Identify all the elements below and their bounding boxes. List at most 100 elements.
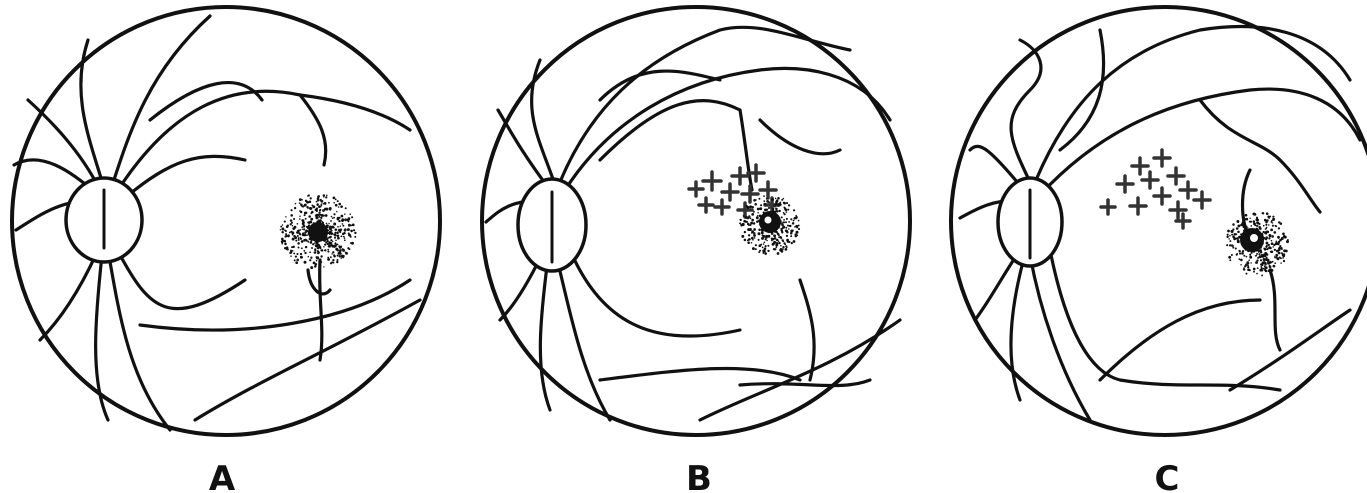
speckle-dot bbox=[781, 216, 783, 218]
speckle-dot bbox=[309, 207, 311, 209]
speckle-dot bbox=[782, 241, 784, 243]
speckle-dot bbox=[748, 234, 750, 236]
speckle-dot bbox=[790, 235, 792, 237]
speckle-dot bbox=[753, 211, 755, 213]
speckle-dot bbox=[309, 251, 311, 253]
speckle-dot bbox=[766, 198, 768, 200]
speckle-dot bbox=[787, 209, 789, 211]
speckle-dot bbox=[337, 237, 340, 240]
speckle-dot bbox=[318, 212, 320, 214]
speckle-dot bbox=[1229, 235, 1231, 237]
speckle-dot bbox=[1242, 250, 1244, 252]
speckle-dot bbox=[781, 230, 783, 232]
speckle-dot bbox=[298, 239, 300, 241]
speckle-dot bbox=[1272, 246, 1274, 248]
speckle-dot bbox=[324, 202, 327, 205]
speckle-dot bbox=[314, 242, 315, 243]
speckle-dot bbox=[301, 247, 303, 249]
speckle-dot bbox=[766, 200, 769, 203]
speckle-dot bbox=[743, 215, 745, 217]
speckle-dot bbox=[758, 232, 761, 235]
speckle-dot bbox=[333, 202, 335, 204]
speckle-dot bbox=[1266, 248, 1268, 250]
speckle-dot bbox=[785, 248, 788, 251]
speckle-dot bbox=[753, 234, 756, 237]
speckle-dot bbox=[328, 202, 330, 204]
speckle-dot bbox=[1274, 256, 1275, 257]
speckle-dot bbox=[1236, 220, 1239, 223]
speckle-dot bbox=[790, 232, 793, 235]
speckle-dot bbox=[1260, 266, 1262, 268]
speckle-dot bbox=[753, 228, 756, 231]
panel-label-b: B bbox=[686, 459, 712, 493]
speckle-dot bbox=[321, 203, 323, 205]
speckle-dot bbox=[786, 211, 788, 213]
speckle-dot bbox=[323, 196, 325, 198]
speckle-dot bbox=[1263, 225, 1265, 227]
speckle-dot bbox=[762, 250, 765, 253]
speckle-dot bbox=[772, 208, 774, 210]
speckle-dot bbox=[1286, 240, 1288, 242]
speckle-dot bbox=[341, 218, 344, 221]
speckle-dot bbox=[747, 223, 750, 226]
macula-core bbox=[308, 222, 328, 242]
speckle-dot bbox=[1236, 237, 1238, 239]
speckle-dot bbox=[1229, 244, 1231, 246]
speckle-dot bbox=[1250, 262, 1251, 263]
speckle-dot bbox=[1277, 257, 1280, 260]
speckle-dot bbox=[343, 236, 345, 238]
speckle-dot bbox=[1256, 253, 1258, 255]
speckle-dot bbox=[350, 236, 352, 238]
speckle-dot bbox=[337, 226, 339, 228]
speckle-dot bbox=[340, 235, 342, 237]
speckle-dot bbox=[1257, 219, 1259, 221]
speckle-dot bbox=[1271, 250, 1274, 253]
speckle-dot bbox=[291, 231, 294, 234]
speckle-dot bbox=[1231, 230, 1233, 232]
speckle-dot bbox=[309, 221, 312, 224]
speckle-dot bbox=[348, 224, 351, 227]
speckle-dot bbox=[1283, 235, 1286, 238]
speckle-dot bbox=[292, 228, 294, 230]
speckle-dot bbox=[741, 235, 744, 238]
speckle-dot bbox=[294, 259, 296, 261]
fundus-panel-a: A bbox=[12, 7, 440, 493]
speckle-dot bbox=[755, 244, 757, 246]
speckle-dot bbox=[340, 257, 342, 259]
speckle-dot bbox=[1256, 225, 1258, 227]
speckle-dot bbox=[785, 227, 787, 229]
speckle-dot bbox=[1283, 249, 1286, 252]
speckle-dot bbox=[300, 211, 302, 213]
speckle-dot bbox=[786, 235, 788, 237]
speckle-dot bbox=[797, 232, 799, 234]
speckle-dot bbox=[316, 256, 318, 258]
speckle-dot bbox=[1233, 233, 1236, 236]
speckle-dot bbox=[762, 235, 765, 238]
speckle-dot bbox=[763, 200, 765, 202]
speckle-dot bbox=[1274, 249, 1276, 251]
speckle-dot bbox=[345, 207, 347, 209]
speckle-dot bbox=[336, 211, 337, 212]
speckle-dot bbox=[320, 248, 322, 250]
speckle-dot bbox=[328, 245, 330, 247]
speckle-dot bbox=[326, 195, 328, 197]
speckle-dot bbox=[282, 224, 283, 225]
speckle-dot bbox=[772, 243, 775, 246]
speckle-dot bbox=[793, 209, 795, 211]
speckle-dot bbox=[315, 244, 318, 247]
speckle-dot bbox=[764, 242, 766, 244]
speckle-dot bbox=[300, 256, 303, 259]
speckle-dot bbox=[338, 203, 341, 206]
speckle-dot bbox=[290, 219, 293, 222]
speckle-dot bbox=[280, 226, 282, 228]
speckle-dot bbox=[1264, 232, 1267, 235]
speckle-dot bbox=[1274, 231, 1276, 233]
hard-exudates bbox=[1101, 150, 1210, 228]
speckle-dot bbox=[338, 220, 340, 222]
speckle-dot bbox=[1232, 228, 1234, 230]
speckle-dot bbox=[280, 229, 281, 230]
speckle-dot bbox=[1245, 214, 1248, 217]
speckle-dot bbox=[333, 217, 335, 219]
speckle-dot bbox=[766, 240, 767, 241]
speckle-dot bbox=[324, 250, 326, 252]
